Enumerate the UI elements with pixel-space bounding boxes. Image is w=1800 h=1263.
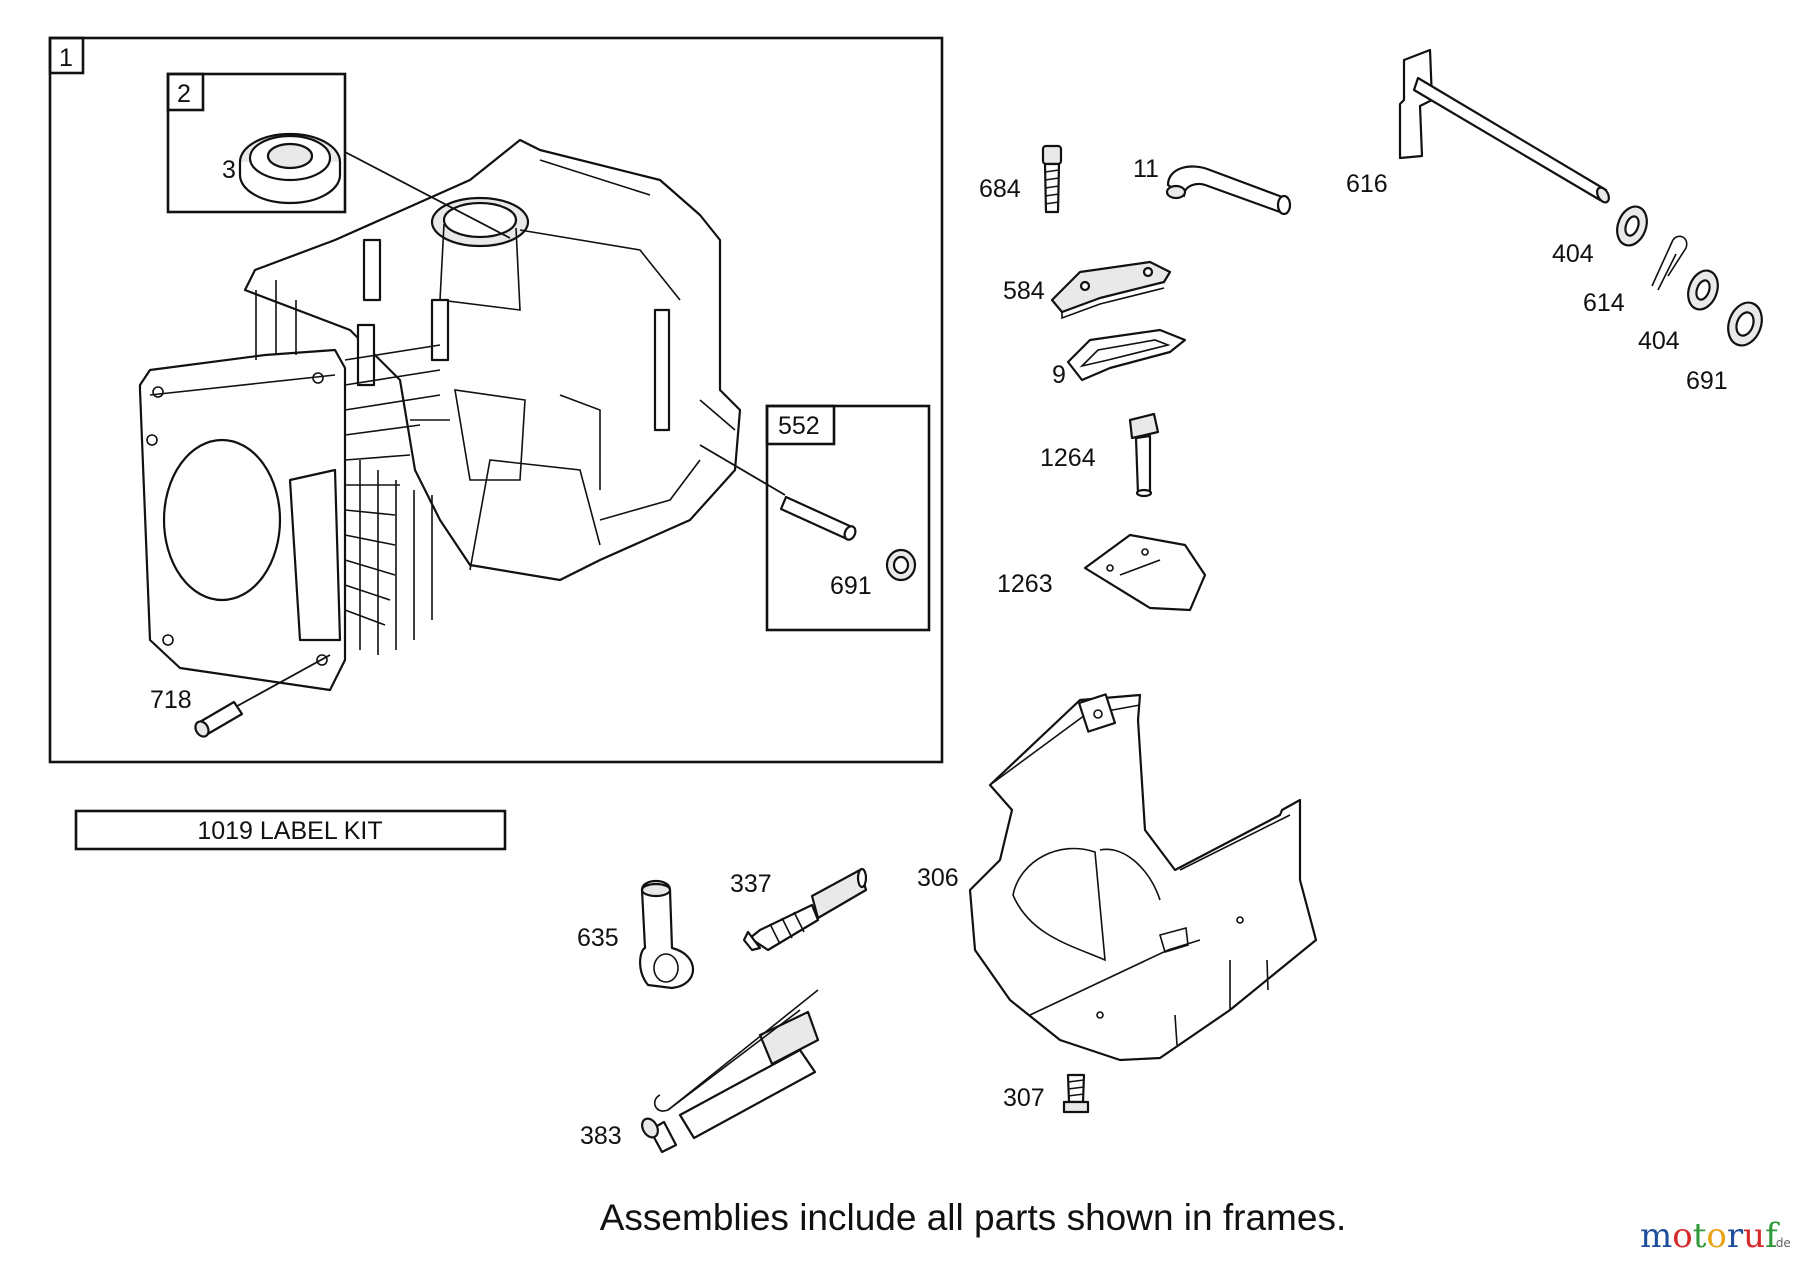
gasket-9-part [1066, 328, 1187, 382]
hairpin-614-part [1651, 235, 1688, 291]
callout-718: 718 [150, 686, 192, 714]
callout-404-a: 404 [1552, 240, 1594, 268]
footer-note: Assemblies include all parts shown in fr… [600, 1197, 1347, 1238]
callout-616: 616 [1346, 170, 1388, 198]
watermark-letter: r [1727, 1216, 1744, 1256]
watermark-suffix: .de [1772, 1236, 1791, 1250]
watermark-letter: t [1693, 1216, 1707, 1256]
leader-718 [229, 654, 331, 711]
main-assembly-frame [48, 36, 944, 764]
tool-383-part [641, 989, 820, 1154]
washer-404a-part [1616, 205, 1648, 247]
shield-306-part [968, 693, 1318, 1062]
watermark-letter: o [1706, 1216, 1726, 1256]
seal-frame-tag: 2 [177, 80, 191, 108]
callout-3: 3 [222, 156, 236, 184]
callout-691-right: 691 [1686, 367, 1728, 395]
watermark-logo: motoruf .de [1640, 1216, 1791, 1256]
bolt-1264-part [1128, 412, 1160, 498]
dowel-pin-part [779, 495, 857, 541]
seal-frame-tag-box [166, 72, 205, 112]
sleeve-718-part [194, 700, 244, 738]
washer-404b-part [1687, 269, 1719, 311]
engine-block-part [138, 138, 742, 692]
callout-383: 383 [580, 1122, 622, 1150]
seal-frame [166, 72, 347, 214]
pin-frame-tag: 552 [778, 412, 820, 440]
pin-frame-tag-box [765, 404, 836, 446]
callout-584: 584 [1003, 277, 1045, 305]
callout-691-frame: 691 [830, 572, 872, 600]
watermark-letter: f [1765, 1216, 1780, 1256]
callout-614: 614 [1583, 289, 1625, 317]
pin-frame [765, 404, 931, 632]
main-frame-tag: 1 [59, 44, 73, 72]
screw-307-part [1062, 1073, 1090, 1114]
main-frame-tag-box [48, 36, 85, 75]
callout-684: 684 [979, 175, 1021, 203]
callout-1263: 1263 [997, 570, 1053, 598]
screw-684-part [1041, 144, 1063, 214]
callout-306: 306 [917, 864, 959, 892]
spark-boot-635-part [639, 879, 695, 990]
watermark-letter: o [1672, 1216, 1692, 1256]
oil-seal-part [238, 132, 342, 205]
nut-part-frame [885, 548, 917, 582]
label-kit-text: 1019 LABEL KIT [197, 817, 382, 845]
plate-1263-part [1083, 533, 1207, 612]
callout-404-b: 404 [1638, 327, 1680, 355]
svg-text:motoruf: motoruf [1640, 1216, 1780, 1256]
spark-plug-337-part [742, 867, 868, 952]
label-kit-box [74, 809, 507, 851]
callout-9: 9 [1052, 361, 1066, 389]
watermark-letter: m [1640, 1216, 1672, 1256]
leader-pin [699, 444, 786, 496]
breather-tube-11-part [1165, 165, 1292, 216]
callout-11: 11 [1133, 155, 1159, 183]
callout-307: 307 [1003, 1084, 1045, 1112]
callout-337: 337 [730, 870, 772, 898]
seal-691-part [1727, 301, 1763, 347]
watermark-letter: u [1743, 1216, 1765, 1256]
callout-1264: 1264 [1040, 444, 1096, 472]
callout-635: 635 [577, 924, 619, 952]
cover-584-part [1050, 260, 1172, 320]
shaft-616-part [1398, 48, 1610, 204]
leader-seal [344, 151, 511, 239]
